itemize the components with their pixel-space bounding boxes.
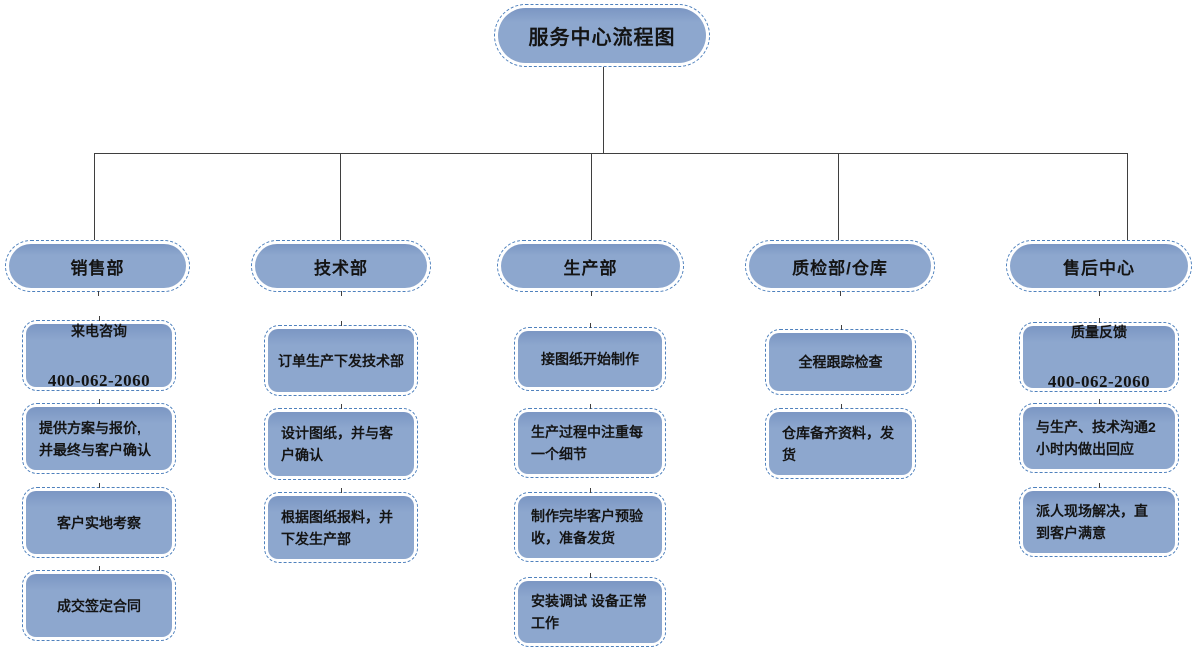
flow-step-order-to-tech: 订单生产下发技术部 — [264, 321, 418, 396]
connector-drop-production — [591, 153, 592, 240]
flow-step-text: 客户实地考察 — [57, 514, 141, 531]
flow-step-text: 全程跟踪检查 — [798, 354, 883, 370]
flow-step-onsite-resolution: 派人现场解决，直 到客户满意 — [1019, 483, 1179, 557]
flow-step-sign-contract: 成交签定合同 — [22, 566, 176, 641]
dept-header-production: 生产部 — [497, 240, 684, 296]
flow-step-text: 成交签定合同 — [57, 597, 141, 614]
flow-step-text: 仓库备齐资料，发 货 — [782, 424, 894, 463]
phone-number: 400-062-2060 — [47, 370, 151, 390]
dept-header-label: 技术部 — [314, 258, 368, 278]
dept-header-label: 质检部/仓库 — [792, 258, 888, 278]
connector-drop-tech — [340, 153, 341, 240]
dept-header-label: 售后中心 — [1063, 258, 1135, 278]
flow-step-text: 质量反馈 — [1071, 324, 1127, 340]
dept-header-label: 生产部 — [563, 258, 618, 278]
dept-header-aftersales: 售后中心 — [1006, 240, 1192, 296]
flow-step-full-tracking: 全程跟踪检查 — [765, 325, 916, 395]
connector-drop-aftersales — [1127, 153, 1128, 240]
flow-step-text: 接图纸开始制作 — [541, 351, 639, 367]
flow-step-install-debug: 安装调试 设备正常 工作 — [514, 573, 666, 647]
flow-step-text: 来电咨询 — [71, 322, 127, 339]
flow-step-design-drawings: 设计图纸，并与客 户确认 — [264, 404, 418, 480]
flow-step-text: 设计图纸，并与客 户确认 — [281, 425, 393, 463]
connector-hline — [94, 153, 1128, 154]
title-node-body: 服务中心流程图 — [498, 8, 706, 63]
dept-header-label: 销售部 — [70, 258, 125, 278]
dept-header-qc-warehouse: 质检部/仓库 — [745, 240, 935, 296]
flow-step-text: 提供方案与报价, 并最终与客户确认 — [39, 419, 151, 458]
flow-step-material-report: 根据图纸报料，并 下发生产部 — [264, 488, 418, 563]
flow-step-text: 制作完毕客户预验 收，准备发货 — [531, 508, 643, 546]
phone-number: 400-062-2060 — [1047, 372, 1151, 391]
flow-step-call-inquiry: 来电咨询 400-062-2060 — [22, 316, 176, 391]
flow-step-2hour-response: 与生产、技术沟通2 小时内做出回应 — [1019, 399, 1179, 473]
flow-step-text: 生产过程中注重每 一个细节 — [531, 424, 643, 462]
connector-trunk — [603, 67, 604, 153]
flow-step-text: 安装调试 设备正常 工作 — [531, 593, 647, 631]
flow-step-attention-to-detail: 生产过程中注重每 一个细节 — [514, 404, 666, 478]
flow-step-quote: 提供方案与报价, 并最终与客户确认 — [22, 399, 176, 474]
flow-step-text: 派人现场解决，直 到客户满意 — [1036, 503, 1148, 541]
flow-step-start-production: 接图纸开始制作 — [514, 323, 666, 391]
dept-header-tech: 技术部 — [251, 240, 431, 296]
flow-step-warehouse-ship: 仓库备齐资料，发 货 — [765, 404, 916, 479]
flow-step-site-visit: 客户实地考察 — [22, 483, 176, 558]
flow-step-text: 订单生产下发技术部 — [278, 352, 404, 369]
dept-header-sales: 销售部 — [5, 240, 190, 296]
page-title: 服务中心流程图 — [528, 27, 676, 49]
connector-drop-qc — [838, 153, 839, 240]
flow-step-quality-feedback: 质量反馈 400-062-2060 — [1019, 318, 1179, 392]
flow-step-text: 与生产、技术沟通2 小时内做出回应 — [1036, 419, 1156, 457]
connector-drop-sales — [94, 153, 95, 240]
flow-step-text: 根据图纸报料，并 下发生产部 — [281, 508, 393, 547]
flow-step-pre-acceptance: 制作完毕客户预验 收，准备发货 — [514, 488, 666, 562]
title-node: 服务中心流程图 — [494, 4, 710, 67]
